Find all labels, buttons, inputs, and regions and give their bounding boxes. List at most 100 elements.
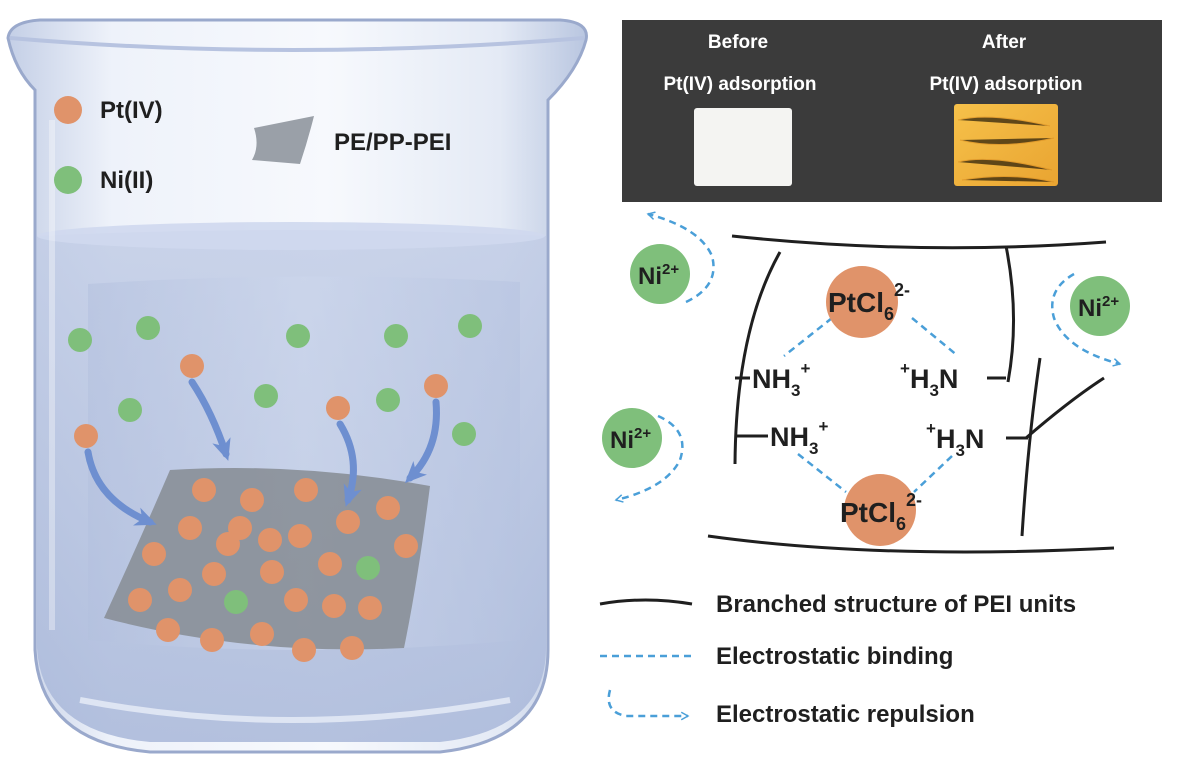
legend: Branched structure of PEI units Electros…	[599, 591, 1076, 728]
adsorbed-ions	[128, 478, 418, 662]
before-subtitle: Pt(IV) adsorption	[663, 74, 816, 95]
ni-label: Ni2+	[610, 425, 651, 454]
beaker-legend: Pt(IV) Ni(II) PE/PP-PEI	[54, 96, 451, 194]
adsorption-arrow	[404, 398, 440, 484]
pei-branches	[707, 234, 1115, 554]
pt-ion	[258, 528, 282, 552]
pt-ion	[156, 618, 180, 642]
pei-branch	[731, 234, 1107, 250]
pt-ion	[142, 542, 166, 566]
binding-lines	[783, 317, 959, 493]
fabric-before	[694, 108, 792, 186]
ni-ion-top-left: Ni2+	[630, 214, 715, 304]
ni-ion	[118, 398, 142, 422]
adsorption-arrow	[336, 420, 362, 507]
ni-ion	[68, 328, 92, 352]
adsorption-arrows	[84, 378, 440, 526]
pt-ion	[216, 532, 240, 556]
membrane-legend-label: PE/PP-PEI	[334, 129, 451, 156]
ni-ion	[376, 388, 400, 412]
fabric-after	[954, 104, 1058, 186]
binding-line	[797, 453, 847, 493]
amine-left-upper: NH3+	[752, 359, 810, 400]
pt-ion	[200, 628, 224, 652]
adsorption-arrow	[188, 378, 231, 461]
ni-ion	[254, 384, 278, 408]
binding-line	[913, 455, 953, 493]
ni-ion	[224, 590, 248, 614]
pt-ion	[318, 552, 342, 576]
pei-branch	[707, 534, 1115, 554]
pt-ion	[424, 374, 448, 398]
ni-ion-lower-left: Ni2+	[602, 408, 684, 500]
pt-ion	[128, 588, 152, 612]
binding-line	[911, 317, 959, 357]
ni-sphere	[1070, 276, 1130, 336]
ni-ion	[384, 324, 408, 348]
ni-label: Ni2+	[638, 261, 679, 290]
legend-branched-label: Branched structure of PEI units	[716, 591, 1076, 618]
legend-repulsion-swatch	[607, 689, 688, 716]
pt-ion	[202, 562, 226, 586]
amine-left-lower: NH3+	[770, 417, 828, 458]
legend-branched-swatch	[599, 598, 693, 606]
pt-ion	[322, 594, 346, 618]
solution-ions	[68, 314, 482, 448]
amine-right-upper: +H3N	[900, 359, 958, 400]
legend-binding-label: Electrostatic binding	[716, 643, 953, 670]
membrane-legend-swatch	[252, 116, 314, 164]
pt-ion	[292, 638, 316, 662]
pt-ion	[358, 596, 382, 620]
ptcl6-label: PtCl62-	[840, 490, 922, 534]
pt-ion	[376, 496, 400, 520]
pt-ion	[284, 588, 308, 612]
liquid-surface	[37, 222, 545, 250]
ni-ion-legend-dot	[54, 166, 82, 194]
pt-ion	[340, 636, 364, 660]
pt-ion	[294, 478, 318, 502]
ni-ion	[356, 556, 380, 580]
photo-panel: Before Pt(IV) adsorption After Pt(IV) ad…	[622, 20, 1162, 202]
beaker-rim	[9, 36, 585, 52]
ptcl6-sphere	[826, 266, 898, 338]
ptcl6-top: PtCl62-	[826, 266, 910, 338]
before-title: Before	[708, 32, 768, 53]
ni-ion	[452, 422, 476, 446]
ni-label: Ni2+	[1078, 293, 1119, 322]
pt-ion-legend-label: Pt(IV)	[100, 97, 163, 124]
pt-ion	[288, 524, 312, 548]
pt-ion-legend-dot	[54, 96, 82, 124]
pei-branch	[1025, 376, 1105, 440]
after-title: After	[982, 32, 1027, 53]
amine-right-lower: +H3N	[926, 419, 984, 460]
ptcl6-sphere	[844, 474, 916, 546]
pt-ion	[178, 516, 202, 540]
ni-sphere	[602, 408, 662, 468]
ni-ion	[286, 324, 310, 348]
ni-ion	[458, 314, 482, 338]
pt-ion	[192, 478, 216, 502]
pt-ion	[336, 510, 360, 534]
after-subtitle: Pt(IV) adsorption	[929, 74, 1082, 95]
legend-repulsion-label: Electrostatic repulsion	[716, 701, 975, 728]
binding-line	[783, 317, 833, 357]
pt-ion	[326, 396, 350, 420]
pt-ion	[260, 560, 284, 584]
ni-ion-right: Ni2+	[1051, 272, 1130, 364]
ptcl6-bottom: PtCl62-	[840, 474, 922, 546]
beaker-bottom-highlight	[79, 697, 511, 723]
pt-ion	[250, 622, 274, 646]
ni-ion	[136, 316, 160, 340]
fabric-texture	[957, 116, 1055, 183]
ni-sphere	[630, 244, 690, 304]
pt-ion	[74, 424, 98, 448]
pt-ion	[168, 578, 192, 602]
pt-ion	[240, 488, 264, 512]
ptcl6-label: PtCl62-	[828, 280, 910, 324]
pei-branch	[1020, 357, 1042, 537]
repulsion-arrow	[616, 414, 684, 500]
pei-branch	[1004, 245, 1015, 383]
pt-ion	[394, 534, 418, 558]
adsorption-arrow	[84, 448, 157, 526]
